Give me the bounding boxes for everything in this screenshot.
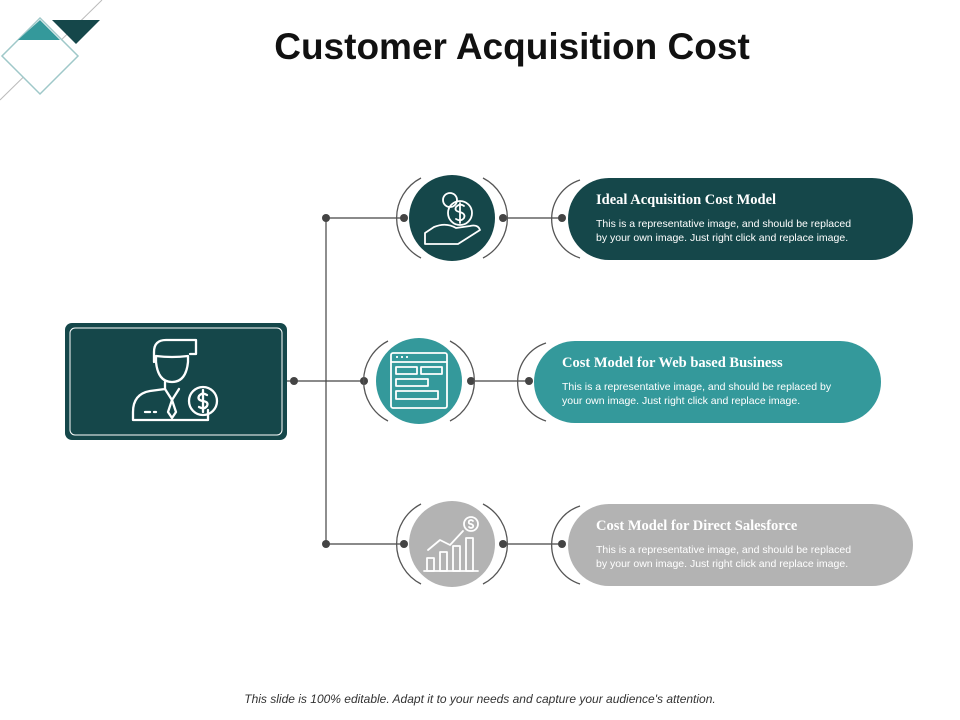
web-page-icon <box>390 352 448 409</box>
icon-node-1 <box>395 175 509 261</box>
branch-card-web-business: Cost Model for Web based Business This i… <box>534 341 881 423</box>
branch-title: Ideal Acquisition Cost Model <box>596 192 777 208</box>
page-title: Customer Acquisition Cost <box>274 26 750 67</box>
branch-card-direct-salesforce: Cost Model for Direct Salesforce This is… <box>568 504 913 586</box>
branch-card-ideal-acquisition: Ideal Acquisition Cost Model This is a r… <box>568 178 913 260</box>
branch-description-line: This is a representative image, and shou… <box>596 544 852 556</box>
connector-dots <box>290 214 566 548</box>
corner-decoration <box>0 0 103 101</box>
branch-description: This is a representative image, and shou… <box>596 217 889 245</box>
central-node <box>65 323 287 440</box>
pill-arcs <box>517 179 581 585</box>
branch-description-line: This is a representative image, and shou… <box>562 381 832 393</box>
branch-title: Cost Model for Web based Business <box>562 355 783 371</box>
branch-description-line: This is a representative image, and shou… <box>596 218 852 230</box>
hand-coins-icon <box>424 192 481 245</box>
branch-description: This is a representative image, and shou… <box>562 380 857 408</box>
branch-description: This is a representative image, and shou… <box>596 543 889 571</box>
branch-title: Cost Model for Direct Salesforce <box>596 518 798 534</box>
branch-description-line: by your own image. Just right click and … <box>596 232 849 244</box>
icon-node-3 <box>395 501 509 587</box>
footer-note: This slide is 100% editable. Adapt it to… <box>244 692 716 706</box>
branch-description-line: by your own image. Just right click and … <box>596 558 849 570</box>
businessman-dollar-icon <box>131 338 219 422</box>
icon-node-2 <box>362 338 476 424</box>
branch-description-line: your own image. Just right click and rep… <box>562 395 801 407</box>
growth-chart-icon <box>423 516 479 572</box>
